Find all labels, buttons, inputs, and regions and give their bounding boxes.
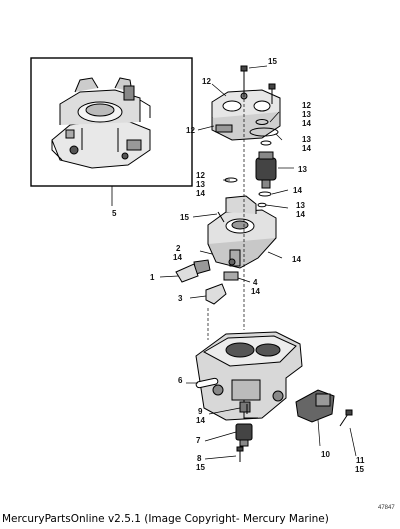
gasket-6 [195,377,219,389]
reference-number: 47847 [378,505,395,511]
callout-8: 8 [197,454,202,463]
callout-14-g: 14 [292,255,301,264]
assembly-inset [30,57,193,206]
callout-14-a: 14 [302,119,311,128]
callout-15-right: 15 [355,465,364,474]
callout-12-b: 12 [186,126,195,135]
callout-15-mid: 15 [180,213,189,222]
callout-12-d: 12 [196,171,205,180]
gaskets-top [249,119,279,146]
callout-9: 9 [198,407,203,416]
callout-11: 11 [356,456,365,465]
callout-13-d: 13 [196,180,205,189]
leader-lines [159,65,357,460]
throttle-body [195,331,303,421]
callout-2: 2 [176,244,181,253]
callout-15-top: 15 [268,57,277,66]
cover-screws [240,65,276,104]
callout-3: 3 [178,294,183,303]
fuel-meter-cover [211,89,281,141]
callout-12-a: 12 [202,77,211,86]
callout-labels: 15 12 12 13 14 12 13 14 13 12 13 14 14 1… [112,57,365,474]
callout-14-b: 14 [302,144,311,153]
sensor [235,423,253,447]
callout-13-e: 13 [296,201,305,210]
callout-13-a: 13 [302,110,311,119]
callout-1: 1 [150,273,155,282]
callout-14-h: 14 [251,287,260,296]
callout-6: 6 [178,376,183,385]
fuel-fittings [175,259,239,305]
callout-5: 5 [112,209,117,218]
callout-12-c: 12 [302,101,311,110]
fuel-injector [255,151,277,189]
callout-14-i: 14 [196,416,205,425]
screws-lower [217,211,353,462]
callout-14-e: 14 [296,210,305,219]
callout-13-c: 13 [298,165,307,174]
callout-14-d: 14 [293,186,302,195]
callout-4: 4 [253,278,258,287]
copyright-footer: MercuryPartsOnline v2.5.1 (Image Copyrig… [2,513,329,525]
callout-14-c: 14 [196,189,205,198]
callout-13-b: 13 [302,135,311,144]
callout-10: 10 [321,450,330,459]
callout-15-bot: 15 [196,463,205,472]
callout-14-f: 14 [173,253,182,262]
callout-7: 7 [196,436,201,445]
fuel-meter-body [207,195,277,269]
idle-air-control [295,389,335,423]
